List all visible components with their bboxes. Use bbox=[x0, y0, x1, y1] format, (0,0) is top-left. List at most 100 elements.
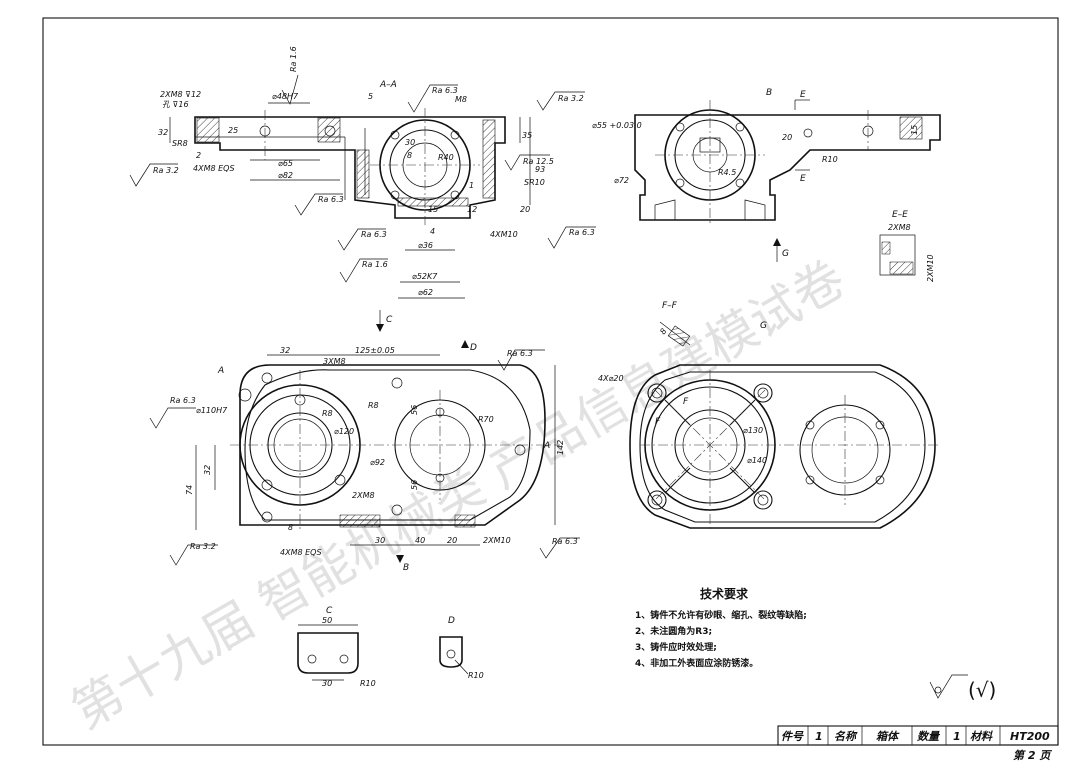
dim-text: 125±0.05 bbox=[355, 346, 395, 355]
dim-text: 2XM8 bbox=[888, 223, 911, 232]
roughness-ra32: Ra 3.2 bbox=[190, 542, 216, 551]
section-f-mark: F bbox=[683, 397, 689, 407]
dim-text: 20 bbox=[782, 133, 792, 142]
section-ee-title: E–E bbox=[892, 210, 908, 220]
dim-text: 8 bbox=[658, 327, 668, 336]
roughness-ra16: Ra 1.6 bbox=[289, 46, 298, 72]
dim-text: 8 bbox=[288, 523, 293, 532]
tb-part-no: 1 bbox=[815, 730, 823, 743]
section-aa-title: A–A bbox=[379, 80, 397, 90]
tb-qty-label: 数量 bbox=[917, 730, 941, 743]
dim-text: SR8 bbox=[172, 139, 188, 148]
dim-text: 93 bbox=[535, 165, 545, 174]
dim-text: 142 bbox=[556, 440, 565, 455]
dim-text: ⌀65 bbox=[278, 159, 293, 168]
view-c-label: C bbox=[386, 315, 393, 325]
dim-text: R10 bbox=[822, 155, 838, 164]
tech-requirements: 技术要求 1、铸件不允许有砂眼、缩孔、裂纹等缺陷; 2、未注圆角为R3; 3、铸… bbox=[635, 586, 807, 669]
tech-req-item: 2、未注圆角为R3; bbox=[635, 625, 712, 637]
view-b-title: B bbox=[766, 88, 772, 98]
dim-text: ⌀130 bbox=[743, 426, 763, 435]
dim-text: 20 bbox=[447, 536, 457, 545]
roughness-ra63: Ra 6.3 bbox=[318, 195, 344, 204]
roughness-ra125: Ra 12.5 bbox=[523, 157, 554, 166]
tb-name: 箱体 bbox=[876, 730, 900, 743]
dim-text: 74 bbox=[185, 485, 194, 495]
dim-text: 50 bbox=[322, 616, 332, 625]
section-a-mark: A bbox=[543, 441, 550, 451]
dim-text: R8 bbox=[368, 401, 379, 410]
dim-text: ⌀62 bbox=[418, 288, 433, 297]
dim-text: 8 bbox=[407, 151, 412, 160]
view-b: B ⌀55 +0.03 0 20 R4.5 ⌀72 R10 15 E E G bbox=[592, 88, 941, 262]
section-e-mark: E bbox=[800, 90, 806, 100]
view-d-title: D bbox=[448, 616, 455, 626]
dim-text: 3XM8 bbox=[323, 357, 346, 366]
dim-text: 5 bbox=[368, 92, 373, 101]
section-ff-view: F–F 8 bbox=[658, 301, 691, 347]
dim-text: 40 bbox=[415, 536, 425, 545]
dim-text: SR10 bbox=[524, 178, 545, 187]
section-ff-title: F–F bbox=[662, 301, 678, 311]
dim-text: 2XM10 bbox=[926, 254, 935, 282]
dim-text: ⌀92 bbox=[370, 458, 385, 467]
dim-text: 4XM8 EQS bbox=[280, 548, 322, 557]
section-ee-view: E–E 2XM8 2XM10 bbox=[879, 210, 935, 282]
dim-text: ⌀110H7 bbox=[196, 406, 228, 415]
tb-name-label: 名称 bbox=[834, 730, 858, 743]
dim-text: 2XM8 ⊽12 bbox=[160, 90, 201, 99]
view-d-mark: D bbox=[470, 343, 477, 353]
roughness-ra63: Ra 6.3 bbox=[552, 537, 578, 546]
dim-text: 32 bbox=[280, 346, 290, 355]
view-g-title: G bbox=[760, 321, 767, 331]
dim-text: 56 bbox=[410, 480, 419, 490]
view-b-mark: B bbox=[403, 563, 409, 573]
dim-text: ⌀36 bbox=[418, 241, 433, 250]
tb-page: 第 2 页 bbox=[1013, 749, 1052, 762]
dim-text: R10 bbox=[468, 671, 484, 680]
roughness-symbols-top: Ra 1.6 Ra 6.3 Ra 3.2 Ra 3.2 Ra 6.3 Ra 12… bbox=[129, 46, 596, 283]
dim-text: 56 bbox=[410, 405, 419, 415]
view-d: D R10 bbox=[439, 616, 484, 680]
dim-text: R8 bbox=[322, 409, 333, 418]
view-c: C 50 30 R10 bbox=[297, 606, 376, 688]
roughness-ra63: Ra 6.3 bbox=[170, 396, 196, 405]
dim-text: R40 bbox=[438, 153, 454, 162]
front-view: 32 125±0.05 3XM8 R8 R8 ⌀110H7 ⌀120 56 R7… bbox=[149, 340, 580, 573]
roughness-ra63: Ra 6.3 bbox=[569, 228, 595, 237]
tech-req-title: 技术要求 bbox=[700, 586, 749, 601]
dim-text: 30 bbox=[405, 138, 415, 147]
dim-text: 2XM8 bbox=[352, 491, 375, 500]
title-block: 件号 1 名称 箱体 数量 1 材料 HT200 第 2 页 bbox=[777, 725, 1059, 762]
dim-text: 12 bbox=[467, 205, 477, 214]
roughness-ra32: Ra 3.2 bbox=[153, 166, 179, 175]
view-c-title: C bbox=[326, 606, 333, 616]
tb-part-no-label: 件号 bbox=[781, 730, 804, 743]
dim-text: 30 bbox=[375, 536, 385, 545]
dim-text: R70 bbox=[478, 415, 494, 424]
dim-text: 4X⌀20 bbox=[598, 374, 624, 383]
sheet-border bbox=[42, 17, 1059, 746]
tb-material: HT200 bbox=[1010, 730, 1050, 743]
roughness-ra63: Ra 6.3 bbox=[361, 230, 387, 239]
general-roughness: (√) bbox=[929, 674, 996, 702]
dim-text: ⌀52K7 bbox=[412, 272, 438, 281]
dim-text: 32 bbox=[158, 128, 168, 137]
view-g-arrow-label: G bbox=[782, 249, 789, 259]
dim-text: ⌀120 bbox=[334, 427, 354, 436]
dim-text: 2 bbox=[196, 151, 201, 160]
tb-material-label: 材料 bbox=[970, 730, 993, 743]
section-a-mark: A bbox=[217, 366, 224, 376]
view-g: G 4X⌀20 ⌀130 ⌀140 F F bbox=[598, 321, 940, 530]
roughness-ra63: Ra 6.3 bbox=[507, 349, 533, 358]
dim-text: ⌀72 bbox=[614, 176, 629, 185]
dim-text: 32 bbox=[203, 465, 212, 475]
dim-text: 4 bbox=[430, 227, 435, 236]
dim-text: R4.5 bbox=[718, 168, 736, 177]
dim-text: 15 bbox=[428, 205, 438, 214]
tech-req-item: 1、铸件不允许有砂眼、缩孔、裂纹等缺陷; bbox=[635, 609, 807, 621]
dim-text: 4XM10 bbox=[490, 230, 518, 239]
dim-text: M8 bbox=[455, 95, 467, 104]
dim-text: 4XM8 EQS bbox=[193, 164, 235, 173]
